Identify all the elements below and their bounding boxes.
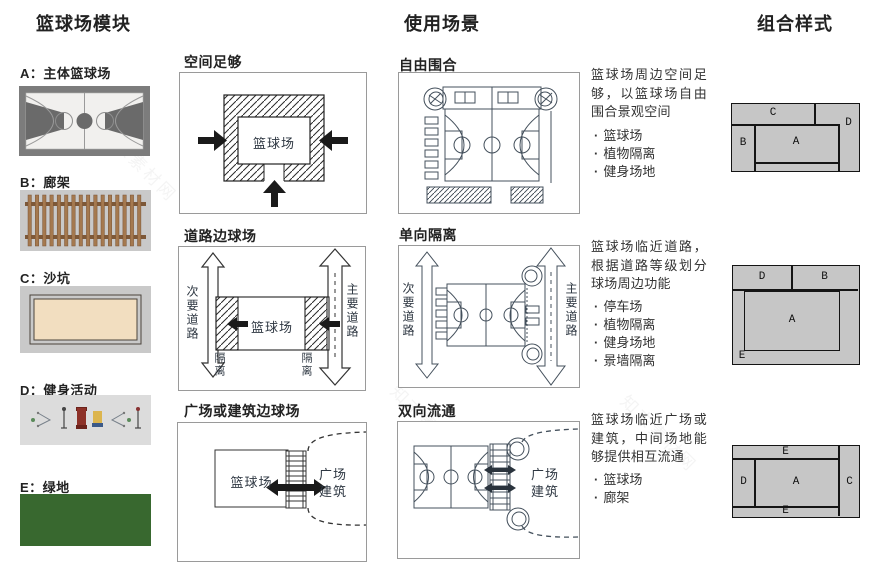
scenario-free-enclosure-sketch bbox=[398, 72, 580, 214]
tree-icon bbox=[423, 87, 558, 111]
plaza-boundary-dashed bbox=[307, 431, 366, 526]
court-label: 篮球场 bbox=[250, 320, 293, 335]
hedge-hatch bbox=[426, 186, 544, 204]
pergola-image bbox=[20, 190, 151, 251]
layout-roadside-title: 道路边球场 bbox=[184, 228, 257, 244]
pergola-band bbox=[285, 450, 307, 509]
main-road-arrow-icon bbox=[535, 247, 567, 386]
module-e-label: E：绿地 bbox=[20, 480, 70, 495]
layout-enough-space-diagram: 篮球场 bbox=[179, 72, 367, 214]
court-plan bbox=[413, 445, 489, 509]
ladder-strip bbox=[424, 116, 439, 180]
zone-label-c: C bbox=[769, 107, 777, 119]
combination-pattern-1: C D B A bbox=[731, 103, 860, 172]
plaza-building-label: 广场建筑 bbox=[318, 467, 347, 499]
bullet-item: 篮球场 bbox=[594, 471, 642, 489]
pergola-band bbox=[489, 443, 511, 511]
combination-pattern-3: E D A C E bbox=[732, 445, 860, 518]
isolation-arrow-icon bbox=[227, 317, 340, 331]
layout-plaza-title: 广场或建筑边球场 bbox=[184, 403, 300, 419]
zone-label-d: D bbox=[740, 476, 747, 488]
zone-label-d: D bbox=[758, 271, 766, 283]
scenario-two-way-sketch: 广场建筑 bbox=[397, 421, 580, 559]
main-road-label: 主要道路 bbox=[345, 283, 359, 339]
module-c-label: C：沙坑 bbox=[20, 271, 71, 286]
scenario-3-bullets: 篮球场 廊架 bbox=[594, 471, 642, 507]
bullet-item: 篮球场 bbox=[594, 127, 655, 145]
zone-label-b: B bbox=[739, 137, 747, 149]
combination-pattern-2: D B A E bbox=[732, 265, 860, 365]
tree-icon bbox=[506, 437, 530, 531]
bullet-item: 停车场 bbox=[594, 298, 655, 316]
green-space-image bbox=[20, 494, 151, 546]
two-way-arrow-icon bbox=[484, 465, 516, 493]
main-road-label: 主要道路 bbox=[564, 282, 578, 338]
bullet-item: 健身场地 bbox=[594, 163, 655, 181]
zone-label-a: A bbox=[788, 314, 796, 326]
secondary-road-arrow-icon bbox=[414, 251, 440, 379]
module-b-label: B：廊架 bbox=[20, 175, 71, 190]
scenario-2-description: 篮球场临近道路，根据道路等级划分球场周边功能 bbox=[591, 239, 707, 291]
tree-icon bbox=[521, 265, 543, 365]
zone-label-a: A bbox=[792, 476, 800, 488]
modules-title: 篮球场模块 bbox=[36, 14, 131, 34]
secondary-road-label: 次要道路 bbox=[401, 282, 415, 338]
zone-label-c: C bbox=[846, 476, 853, 488]
zone-label-a: A bbox=[792, 136, 800, 148]
scenarios-title: 使用场景 bbox=[404, 14, 480, 34]
court-plan bbox=[446, 283, 526, 347]
court-plan bbox=[444, 108, 540, 182]
secondary-road-arrow-icon bbox=[200, 252, 226, 378]
bullet-item: 景墙隔离 bbox=[594, 352, 655, 370]
pergola-strip bbox=[442, 86, 542, 110]
basketball-court-image bbox=[19, 86, 150, 156]
scenario-3-description: 篮球场临近广场或建筑，中间场地能够提供相互流通 bbox=[591, 412, 707, 464]
layout-roadside-diagram: 次要道路 主要道路 篮球场 隔离 隔离 bbox=[178, 246, 366, 391]
fitness-equipment-image bbox=[20, 395, 151, 445]
module-a-label: A：主体篮球场 bbox=[20, 66, 111, 81]
combinations-title: 组合样式 bbox=[757, 14, 833, 34]
zone-label-e-bottom: E bbox=[782, 505, 789, 517]
two-way-arrow-icon bbox=[266, 479, 326, 496]
scenario-2-bullets: 停车场 植物隔离 健身场地 景墙隔离 bbox=[594, 298, 655, 370]
layout-plaza-diagram: 篮球场 广场建筑 bbox=[177, 422, 367, 562]
scenario-one-way-sketch: 次要道路 主要道路 bbox=[398, 245, 580, 388]
plaza-building-label: 广场建筑 bbox=[530, 467, 559, 499]
scenario-1-description: 篮球场周边空间足够，以篮球场自由围合景观空间 bbox=[591, 67, 707, 119]
scenario-1-bullets: 篮球场 植物隔离 健身场地 bbox=[594, 127, 655, 181]
zone-label-b: B bbox=[821, 271, 828, 283]
zone-label-e: E bbox=[738, 350, 746, 362]
bullet-item: 植物隔离 bbox=[594, 145, 655, 163]
isolation-label: 隔离 bbox=[213, 352, 225, 378]
bullet-item: 植物隔离 bbox=[594, 316, 655, 334]
court-label: 篮球场 bbox=[230, 475, 273, 490]
scenario-free-enclosure-title: 自由围合 bbox=[399, 57, 457, 73]
sandpit-image bbox=[20, 286, 151, 353]
inward-arrow-icon bbox=[198, 130, 348, 207]
module-d-label: D：健身活动 bbox=[20, 383, 98, 398]
plaza-boundary-dashed bbox=[521, 428, 579, 538]
isolation-label: 隔离 bbox=[300, 352, 312, 378]
fitness-icons bbox=[31, 407, 141, 429]
bullet-item: 廊架 bbox=[594, 489, 642, 507]
secondary-road-label: 次要道路 bbox=[185, 285, 199, 341]
layout-enough-space-title: 空间足够 bbox=[184, 54, 242, 70]
zone-label-d: D bbox=[845, 117, 852, 129]
scenario-two-way-title: 双向流通 bbox=[398, 403, 456, 419]
ladder-strip bbox=[435, 287, 448, 340]
court-label: 篮球场 bbox=[252, 136, 295, 151]
scenario-one-way-title: 单向隔离 bbox=[399, 227, 457, 243]
zone-label-e-top: E bbox=[782, 446, 789, 458]
bullet-item: 健身场地 bbox=[594, 334, 655, 352]
